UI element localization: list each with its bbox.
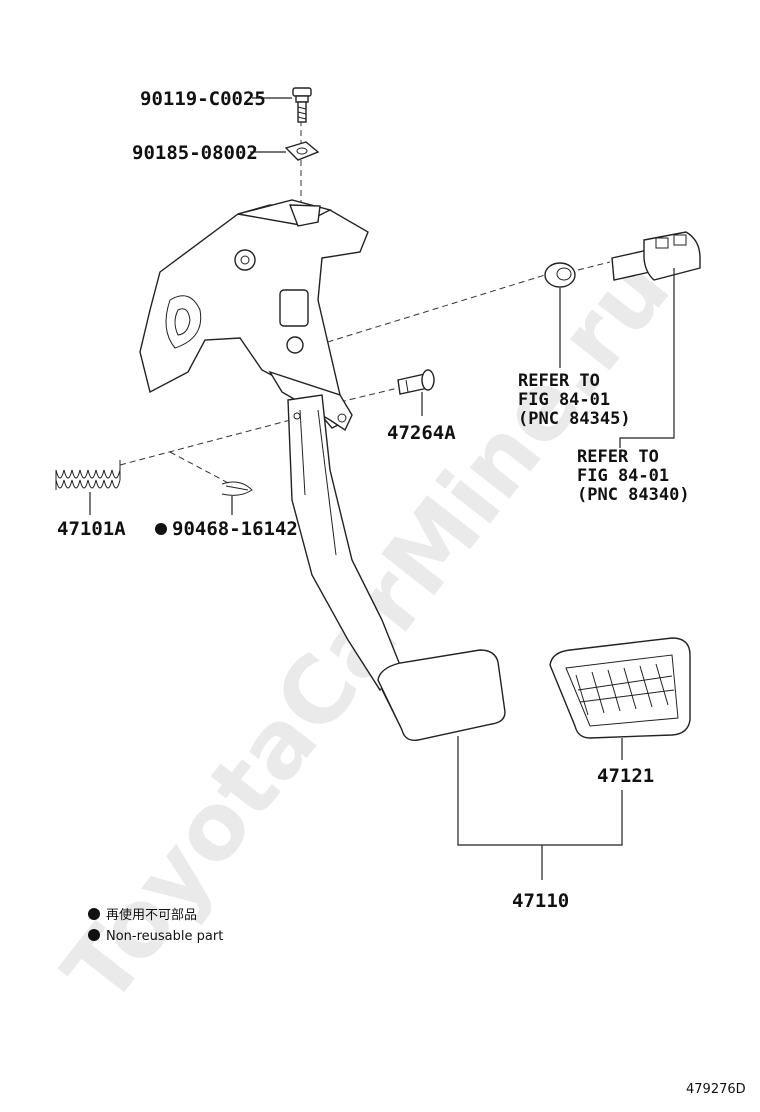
refer-1-line-1: REFER TO xyxy=(518,371,600,391)
refer-note-2: REFER TO FIG 84-01 (PNC 84340) xyxy=(577,447,690,505)
pedal-plate-part xyxy=(377,649,506,741)
leader-assembly xyxy=(457,736,623,880)
label-bolt: 90119-C0025 xyxy=(140,88,266,110)
label-spring: 47101A xyxy=(57,518,126,540)
nut-part xyxy=(284,141,320,161)
legend-marker-2 xyxy=(88,929,100,941)
label-pad: 47121 xyxy=(597,765,654,787)
label-clip: 90468-16142 xyxy=(172,518,298,540)
legend-japanese: 再使用不可部品 xyxy=(106,907,197,923)
switch-boss-part xyxy=(544,262,576,288)
refer-2-line-3: (PNC 84340) xyxy=(577,485,690,505)
clip-part xyxy=(221,481,253,496)
guide-line-clip xyxy=(169,451,233,486)
guide-line-pin xyxy=(339,387,399,403)
bolt-part xyxy=(292,87,312,123)
pedal-bracket-part xyxy=(139,199,369,432)
refer-1-line-2: FIG 84-01 xyxy=(518,390,610,410)
refer-note-1: REFER TO FIG 84-01 (PNC 84345) xyxy=(518,371,631,429)
label-pedal-assembly: 47110 xyxy=(512,890,569,912)
guide-line-switch xyxy=(577,261,611,271)
pedal-pad-part xyxy=(549,637,691,739)
guide-line-spring xyxy=(119,417,299,466)
refer-2-line-1: REFER TO xyxy=(577,447,659,467)
legend-marker-1 xyxy=(88,908,100,920)
refer-2-line-2: FIG 84-01 xyxy=(577,466,669,486)
refer-1-line-3: (PNC 84345) xyxy=(518,409,631,429)
stop-lamp-switch-part xyxy=(611,231,701,281)
spring-part xyxy=(55,460,121,490)
guide-line-stoplamp xyxy=(317,274,546,346)
legend: 再使用不可部品 Non-reusable part xyxy=(88,907,223,944)
pin-part xyxy=(397,369,435,395)
label-pin: 47264A xyxy=(387,422,456,444)
leader-refer-2 xyxy=(619,268,675,448)
label-nut: 90185-08002 xyxy=(132,142,258,164)
legend-english: Non-reusable part xyxy=(106,929,223,944)
non-reusable-marker xyxy=(155,523,167,535)
figure-id: 479276D xyxy=(686,1082,746,1097)
